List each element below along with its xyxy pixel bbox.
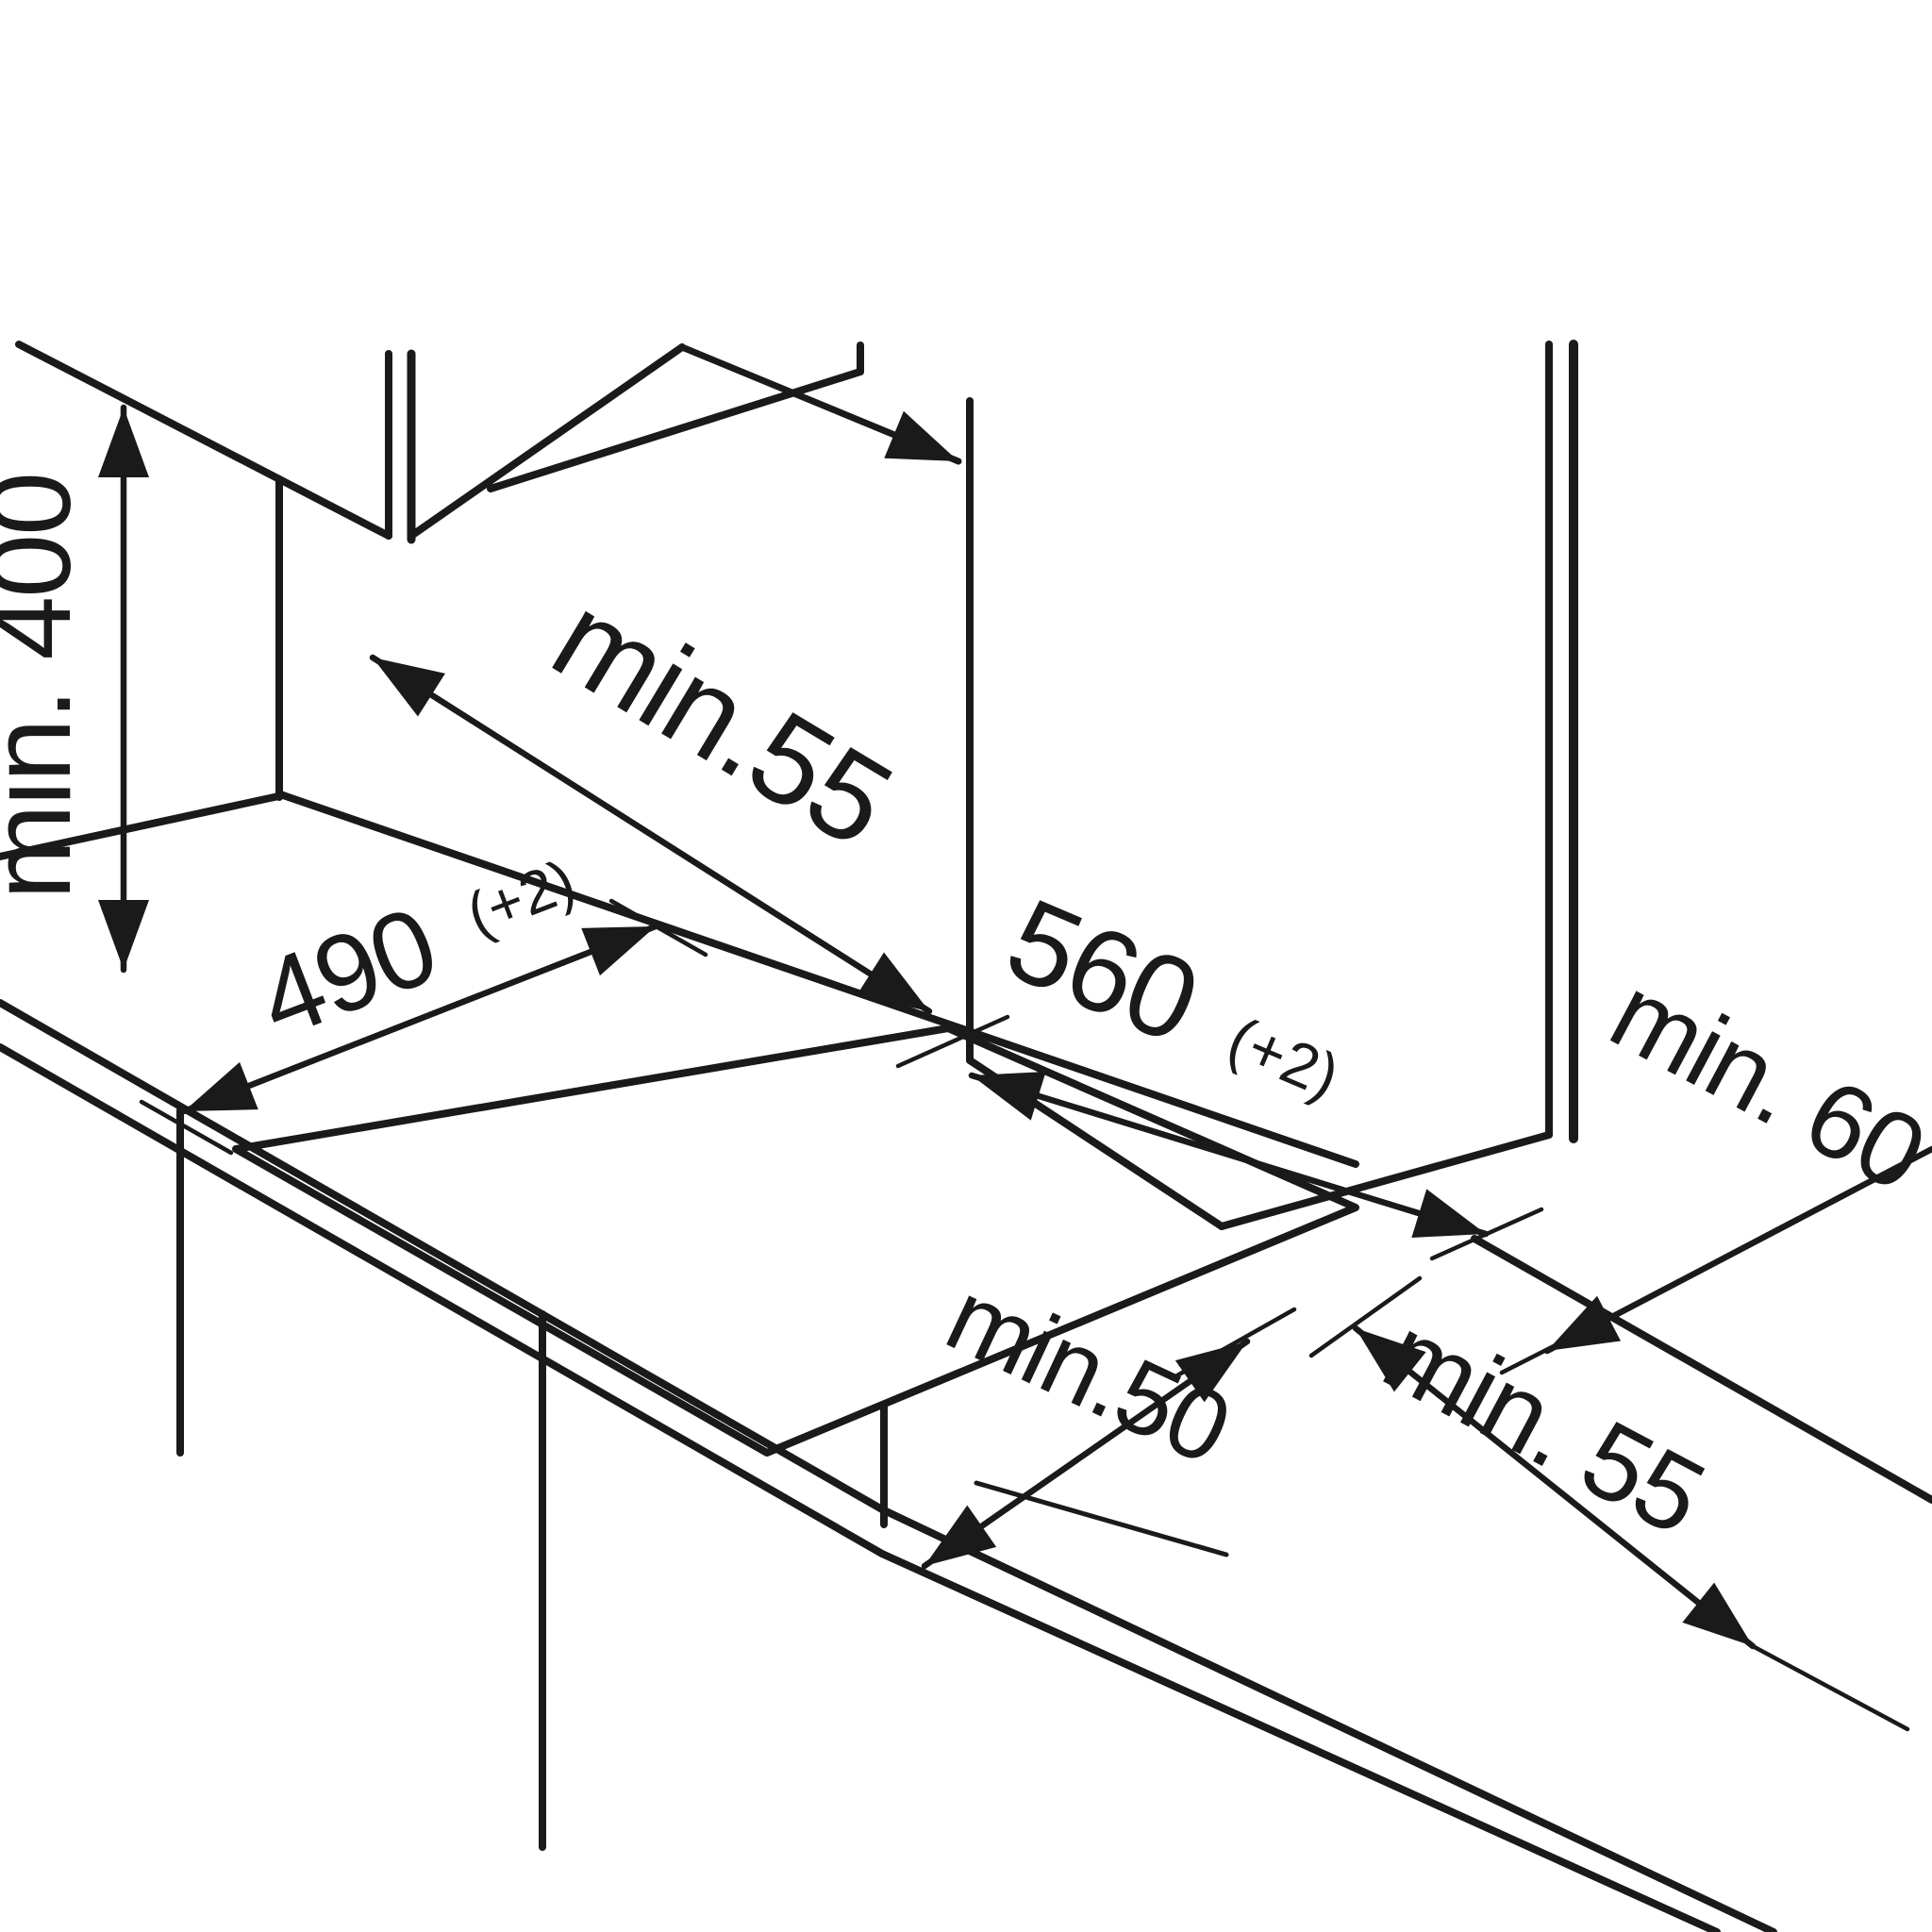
dim-cutout-depth-490-arrowhead-icon xyxy=(581,926,656,976)
wall-cabinet-back-edge xyxy=(487,368,864,492)
dim-min-55-worktop-depth-line xyxy=(1352,1324,1757,1650)
worktop-front-edge-top-right xyxy=(878,1506,1777,1932)
ext-tick-cutout-back-right xyxy=(895,1014,1010,1069)
tall-cabinet-bottom-right-edge xyxy=(1218,1131,1553,1230)
min50-underline xyxy=(974,1480,1229,1557)
dim-min-50-front-clearance-arrowhead-icon xyxy=(924,1505,997,1566)
dim-min-400-vertical-clearance-arrowhead-icon xyxy=(98,408,149,477)
dim-min-60-side-clearance-arrowhead-icon xyxy=(1547,1295,1622,1351)
ext-tick-490-right xyxy=(608,898,708,958)
dim-cutout-width-560-line xyxy=(968,1072,1490,1238)
wall-cabinet-to-tall-cabinet-leader-arrowhead-icon xyxy=(884,410,958,461)
dim-min-400-vertical-clearance-arrowhead-icon xyxy=(98,900,149,970)
ext-tick-min55-bottom xyxy=(1308,1275,1423,1358)
worktop-front-edge-bottom-left xyxy=(0,1043,886,1557)
dim-min-55-worktop-depth-arrowhead-icon xyxy=(1682,1582,1753,1646)
wall-cabinet-bottom-edge-right xyxy=(408,343,686,540)
worktop-front-edge-top-left xyxy=(0,999,886,1513)
dim-cutout-width-560-arrowhead-icon xyxy=(1411,1189,1486,1239)
hob-cutout-outline xyxy=(232,1024,1359,1457)
dim-min-50-front-clearance-arrowhead-icon xyxy=(1174,1341,1247,1403)
worktop-back-edge xyxy=(279,791,1359,1168)
dim-cutout-width-560-arrowhead-icon xyxy=(972,1071,1046,1121)
min55-bottom-extension xyxy=(1750,1643,1910,1732)
worktop-front-edge-bottom-right xyxy=(878,1550,1721,1932)
dim-min-400-vertical-clearance-label: min. 400 xyxy=(0,474,94,900)
dim-min-55-rear-clearance-arrowhead-icon xyxy=(373,658,445,717)
dim-min-60-side-clearance-line xyxy=(1543,1145,1932,1355)
left-wall-base-edge xyxy=(0,791,287,860)
dim-min-55-worktop-depth-arrowhead-icon xyxy=(1356,1328,1426,1392)
dim-cutout-depth-490-line xyxy=(180,923,659,1115)
wall-cabinet-bottom-edge-left xyxy=(15,341,392,540)
dim-cutout-depth-490-arrowhead-icon xyxy=(184,1061,258,1111)
dim-min-55-rear-clearance-line xyxy=(369,654,933,1015)
ext-tick-490-left xyxy=(139,1099,234,1156)
right-worktop-back-edge xyxy=(1471,1235,1932,1504)
dim-min-55-rear-clearance-arrowhead-icon xyxy=(857,952,929,1011)
